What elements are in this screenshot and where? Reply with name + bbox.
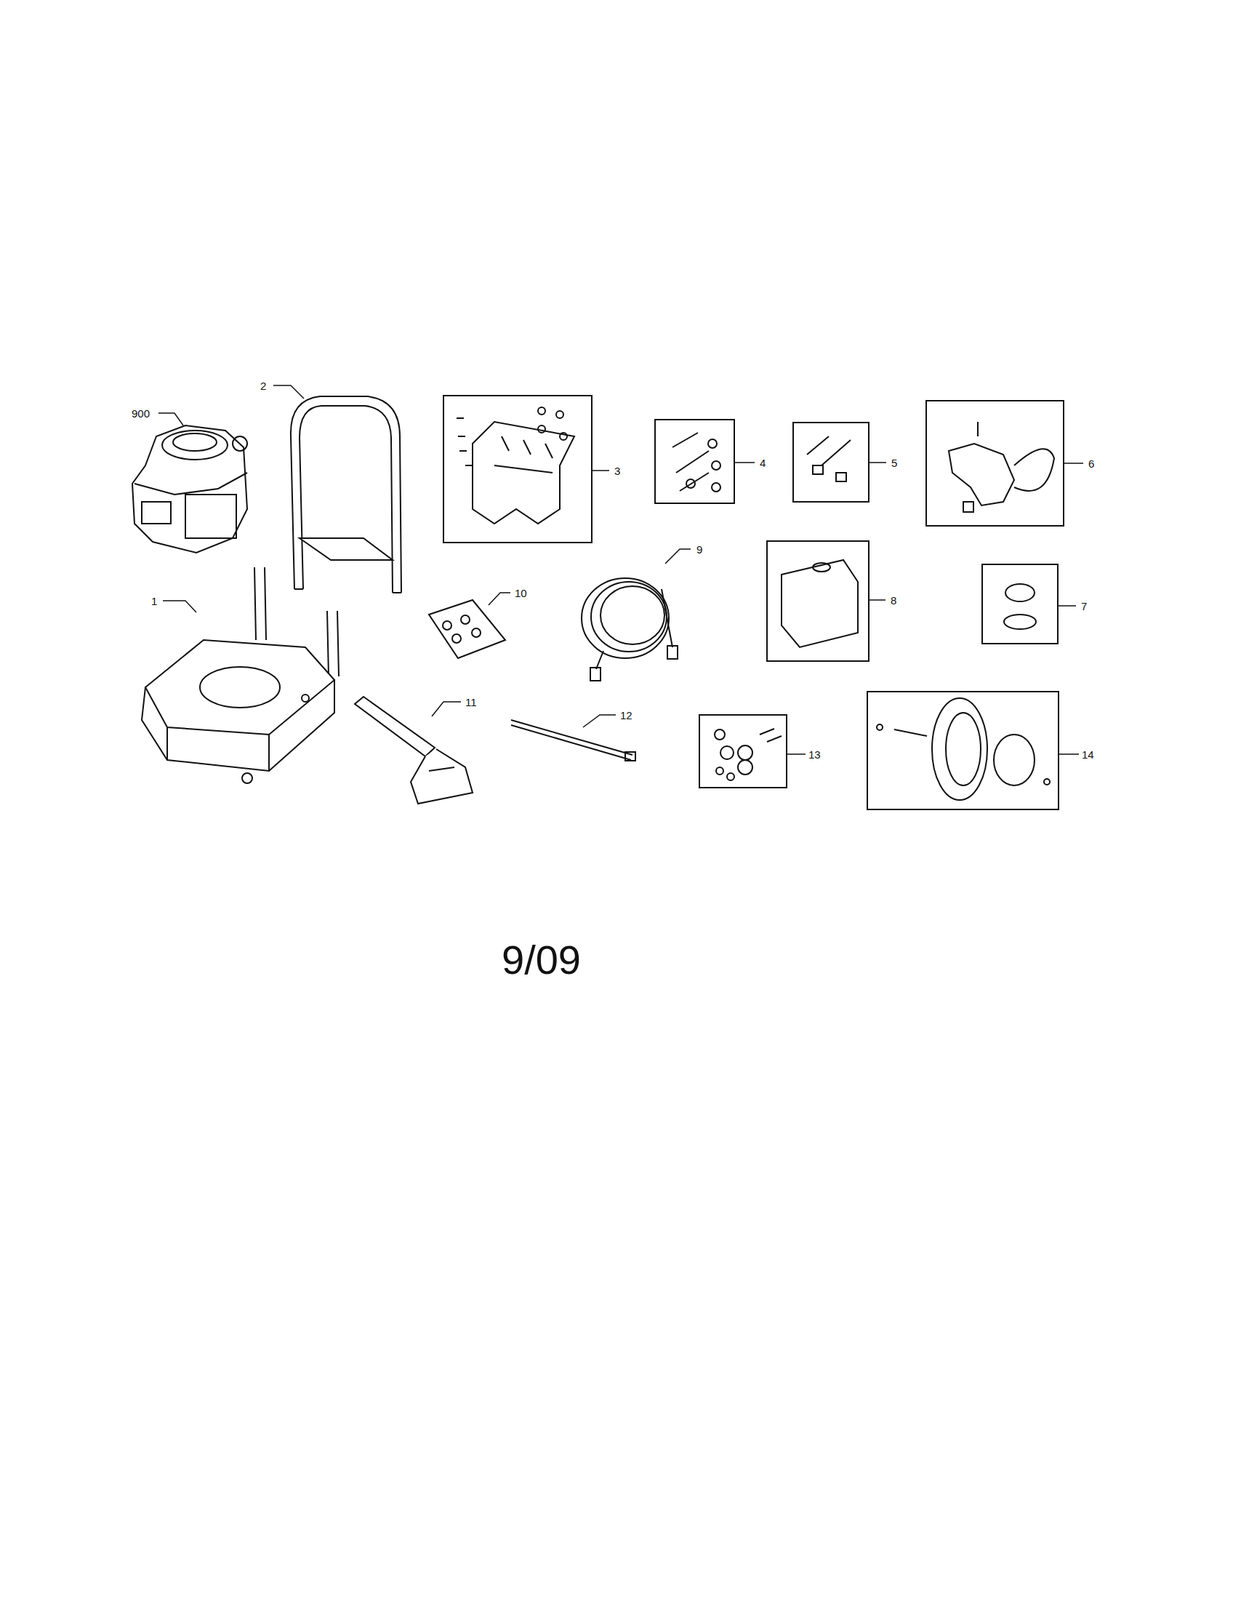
bolt-kit	[655, 419, 735, 504]
callout-number: 1	[151, 595, 158, 607]
callout-number: 11	[465, 696, 477, 708]
bracket-kit	[443, 395, 592, 543]
engine	[132, 425, 248, 553]
callout-number: 12	[620, 709, 633, 721]
callout-number: 6	[1088, 458, 1095, 469]
callout-number: 5	[891, 457, 898, 469]
nozzle-bag	[428, 599, 506, 658]
handle-frame	[290, 396, 402, 593]
detergent-tank	[766, 540, 869, 661]
callout-number: 8	[890, 594, 897, 606]
hardware-kit	[699, 714, 787, 788]
callout-number: 10	[514, 587, 528, 599]
callout-number: 14	[1081, 748, 1095, 760]
callout-number: 2	[260, 380, 267, 392]
lance	[511, 719, 636, 761]
callout-number: 3	[614, 465, 621, 477]
callout-number: 9	[696, 543, 703, 555]
callout-number: 7	[1081, 600, 1087, 612]
callout-number: 900	[131, 407, 150, 419]
fastener-kit	[793, 422, 869, 502]
callout-number: 4	[759, 457, 766, 469]
callout-number: 13	[808, 748, 821, 760]
date-code: 9/09	[501, 939, 581, 981]
hose	[581, 577, 678, 681]
cap-kit	[982, 564, 1058, 644]
wheel-kit	[867, 691, 1059, 810]
base-frame	[141, 567, 339, 783]
pump-assembly	[926, 400, 1064, 526]
spray-gun	[354, 696, 473, 804]
